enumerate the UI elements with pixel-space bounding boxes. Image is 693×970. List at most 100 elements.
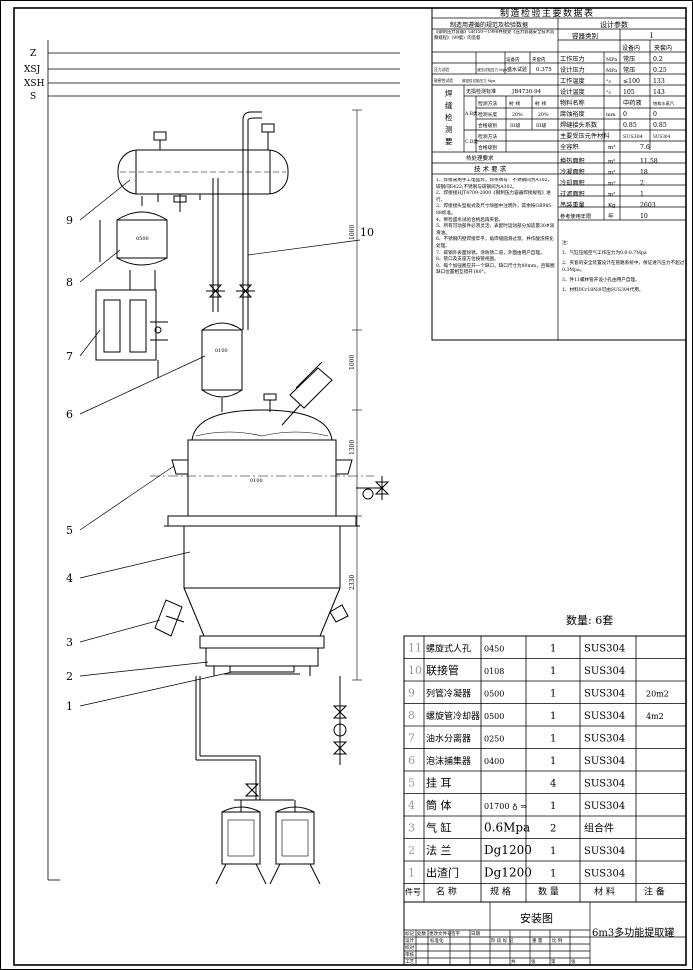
grade-value-1: III级 bbox=[510, 122, 521, 129]
part-no: 2 bbox=[408, 844, 415, 857]
equipment-drawing: Z XSJ XSH S bbox=[24, 40, 400, 885]
part-spec: 0108 bbox=[484, 667, 504, 676]
param-unit: °c bbox=[606, 79, 612, 85]
param2-value: 11.58 bbox=[640, 158, 658, 165]
callout-8: 8 bbox=[66, 276, 73, 289]
vessel-type-label: 容器类别 bbox=[572, 31, 598, 40]
param-unit: MPa bbox=[606, 57, 617, 63]
design-data-table bbox=[431, 7, 687, 341]
part-note: 20m2 bbox=[646, 689, 669, 698]
param2-name: 吊装重量 bbox=[560, 201, 585, 209]
vessel-type-value: I bbox=[650, 32, 653, 40]
heat-label: 热处理要求 bbox=[466, 154, 494, 162]
param-name: 设计温度 bbox=[560, 88, 585, 96]
title-block-labels: 标记处数更改文件号签字日期设计校对审核工艺标准化阶 段 标 记重 量比 例共张第… bbox=[405, 930, 576, 965]
part-no: 10 bbox=[408, 664, 422, 677]
tech-req-item: 7、碳钢外表面除锈，涂防锈二道，外面由用户自理。 bbox=[436, 250, 545, 256]
part-no: 8 bbox=[408, 709, 415, 722]
param2-unit: m² bbox=[608, 191, 615, 198]
part-spec: 0400 bbox=[484, 757, 504, 766]
callout-3: 3 bbox=[66, 636, 73, 649]
col-inner-left: 设备内 bbox=[506, 56, 520, 63]
param-inner: ≤100 bbox=[623, 78, 640, 85]
param-jacket: 143 bbox=[653, 89, 665, 96]
tech-requirements: 1、焊接采用手工电弧焊，焊条牌号：不锈钢间为A102。碳钢间E422;不锈钢与碳… bbox=[436, 178, 558, 277]
part-no: 1 bbox=[408, 866, 415, 879]
part-material: SUS304 bbox=[584, 711, 625, 722]
part-spec: 0450 bbox=[484, 644, 504, 653]
pressure-test-text: 液压试验压力 Mpa bbox=[477, 67, 507, 72]
tech-req-item: 2、焊接接HJT4709-2000《钢制压力容器焊接规程》进行。 bbox=[436, 191, 551, 203]
part-material: SUS304 bbox=[584, 801, 625, 812]
dim-cylinder-height: 1000 bbox=[349, 355, 356, 370]
col-inner: 设备内 bbox=[622, 44, 640, 52]
length-value-2: 20% bbox=[538, 112, 549, 118]
part-spec: 0.6Mpa bbox=[484, 820, 530, 834]
part-material: SUS304 bbox=[584, 756, 625, 767]
part-qty: 1 bbox=[550, 666, 556, 677]
title-block-label: 张 bbox=[571, 958, 576, 965]
part-material: SUS304 bbox=[584, 868, 625, 879]
note-item: 1、气缸压缩空气工作压力为0.6-0.7Mpa bbox=[562, 251, 647, 256]
callout-5: 5 bbox=[66, 524, 73, 537]
param-jacket: 0 bbox=[653, 111, 657, 118]
param-jacket: 0.85 bbox=[653, 122, 667, 129]
part-qty: 1 bbox=[550, 643, 556, 654]
tech-req-item: 4、胃检盛水试验合格后再夹套。 bbox=[436, 217, 504, 223]
inner-border bbox=[13, 7, 687, 966]
ndt-standard-label: 无损检测标准 bbox=[466, 88, 496, 95]
method-value-2: 射 线 bbox=[535, 100, 546, 107]
param-unit: °c bbox=[606, 90, 612, 96]
param-name: 腐蚀裕度 bbox=[560, 110, 585, 118]
callout-2: 2 bbox=[66, 670, 73, 683]
param-jacket: 0.25 bbox=[653, 67, 667, 74]
part-spec: 0500 bbox=[484, 689, 504, 698]
design-data-text: 制造检验主要数据表 制造用遵循的规范及检验数据 设计参数 《钢制压力容器》GB1… bbox=[434, 7, 684, 293]
param2-name: 过滤面积 bbox=[560, 190, 585, 198]
col-jacket-left: 夹套内 bbox=[532, 56, 546, 63]
part-note: 4m2 bbox=[646, 712, 664, 721]
method-label-cd: 检测方法 bbox=[478, 133, 497, 140]
param-inner: 常压 bbox=[623, 66, 635, 74]
part-name: 螺旋管冷却器 bbox=[426, 710, 480, 722]
length-label-ab: 检测长度 bbox=[478, 111, 497, 118]
manhole bbox=[281, 361, 333, 426]
ndt-standard-value: JB4730-94 bbox=[511, 89, 542, 95]
tech-req-title: 技 术 要 求 bbox=[474, 164, 507, 173]
param2-value: 2 bbox=[640, 180, 644, 187]
part-material: SUS304 bbox=[584, 778, 625, 789]
part-spec: 0500 bbox=[484, 712, 504, 721]
param-name: 主要受压元件材料 bbox=[560, 132, 610, 140]
vessel-body-dia: 0100 bbox=[250, 478, 263, 484]
dim-lower-height: 2330 bbox=[349, 575, 356, 590]
param-name: 工作温度 bbox=[560, 77, 585, 85]
part-no: 9 bbox=[408, 686, 415, 699]
part-spec: 0250 bbox=[484, 734, 504, 743]
param-jacket: 133 bbox=[653, 78, 665, 85]
dimension-chain bbox=[352, 109, 362, 681]
param-name: 焊缝接头系数 bbox=[560, 121, 598, 129]
parts-header-material: 材 料 bbox=[594, 886, 615, 898]
param-jacket: 饱和水蒸汽 bbox=[653, 100, 675, 107]
param2-unit: m³ bbox=[608, 144, 615, 151]
callout-10: 10 bbox=[360, 226, 374, 239]
part-name: 联接管 bbox=[426, 663, 459, 677]
param-inner: 中药液 bbox=[623, 99, 642, 107]
instrument-group bbox=[332, 476, 390, 765]
foam-trap: 0100 bbox=[201, 322, 243, 412]
connecting-pipe bbox=[206, 111, 262, 330]
parts-header-spec: 规 格 bbox=[490, 886, 511, 898]
part-name: 法 兰 bbox=[426, 843, 452, 857]
hydro-value: 0.375 bbox=[536, 67, 552, 73]
level-label-xsh: XSH bbox=[24, 79, 45, 89]
param2-value: 1 bbox=[640, 191, 644, 198]
part-qty: 1 bbox=[550, 688, 556, 699]
dim-total-height: 1000 bbox=[349, 225, 356, 240]
title-block-label: 张 bbox=[531, 958, 536, 965]
part-no: 3 bbox=[408, 821, 415, 834]
param-inner: 常压 bbox=[623, 55, 635, 63]
title-block-label: 比 例 bbox=[552, 937, 563, 944]
param2-name: 冷凝面积 bbox=[560, 168, 585, 176]
part-material: SUS304 bbox=[584, 846, 625, 857]
title-block-label: 校对 bbox=[405, 944, 414, 951]
